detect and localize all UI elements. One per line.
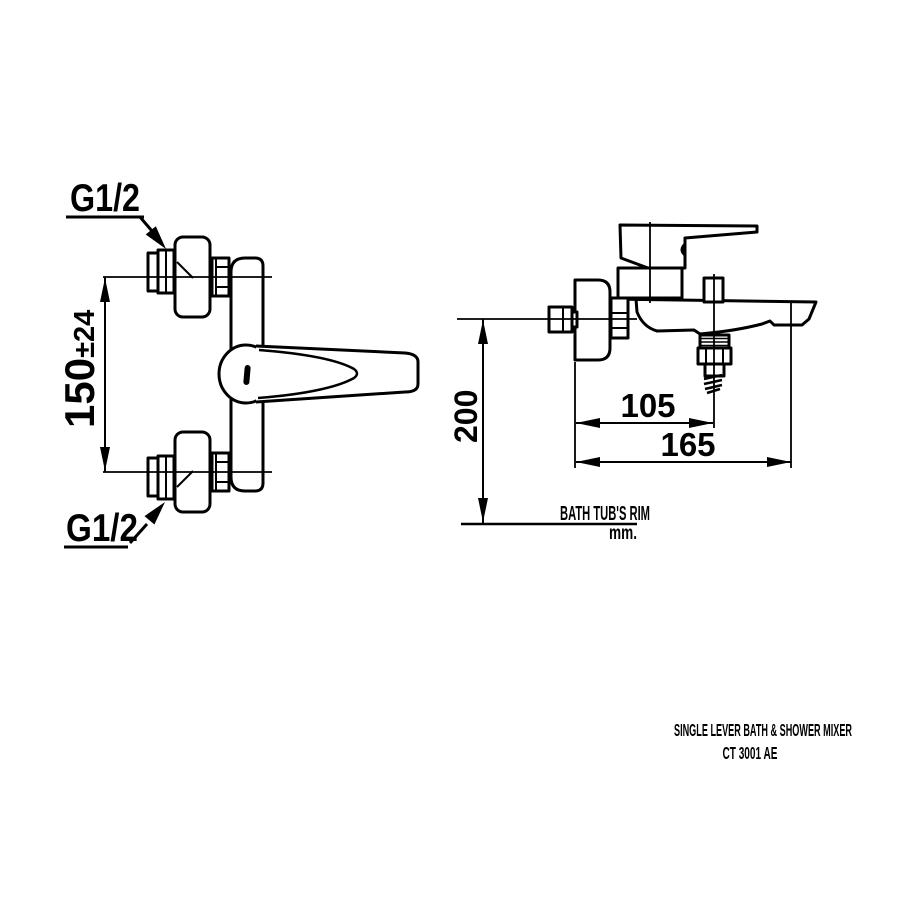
thread-label-top: G1/2	[66, 177, 166, 249]
outlet-thread	[703, 373, 723, 395]
faucet-front-view: 150±24 G1/2 G1/2	[56, 177, 420, 550]
product-title: SINGLE LEVER BATH & SHOWER MIXER	[674, 720, 852, 740]
lever-handle-front-fill	[256, 346, 418, 402]
dimension-105-text: 105	[620, 387, 675, 424]
handle-grip-notch	[680, 242, 685, 257]
dimension-150-text: 150±24	[56, 310, 103, 428]
thread-label-top-text: G1/2	[70, 177, 140, 220]
dimension-150: 150±24	[56, 277, 110, 472]
dimension-200-text: 200	[448, 390, 484, 443]
arrowhead-up	[100, 278, 110, 302]
product-code: CT 3001 AE	[723, 743, 778, 763]
thread-label-bottom-text: G1/2	[66, 507, 138, 550]
dimension-200: 200	[448, 319, 488, 523]
union-nut-side	[609, 296, 630, 340]
leader-arrow-bottom	[144, 502, 165, 525]
hex-nut-top-facet	[146, 251, 160, 293]
dimension-105: 105	[576, 387, 713, 428]
lever-handle-side	[618, 223, 759, 270]
eccentric-line-bottom	[176, 470, 194, 488]
lever-inner-contour	[257, 348, 359, 400]
faucet-side-view: 200 105 165 BATH TUB'S RIM mm.	[448, 222, 818, 544]
hex-nut-bottom-facet	[146, 456, 160, 498]
title-block: SINGLE LEVER BATH & SHOWER MIXER CT 3001…	[674, 720, 852, 763]
eccentric-line-top	[176, 261, 194, 279]
logo-mark	[243, 365, 251, 385]
dimension-165-text: 165	[660, 426, 715, 463]
rim-note-text: BATH TUB'S RIM	[560, 503, 650, 525]
bathtub-rim-note: BATH TUB'S RIM mm.	[461, 503, 650, 544]
thread-label-bottom: G1/2	[64, 502, 165, 550]
lever-handle-front	[255, 344, 420, 404]
arrowhead-down	[100, 447, 110, 471]
escutcheon-side	[573, 278, 612, 362]
leader-arrow-top	[145, 226, 166, 249]
dimension-165: 165	[576, 426, 791, 467]
unit-note-text: mm.	[609, 523, 637, 544]
